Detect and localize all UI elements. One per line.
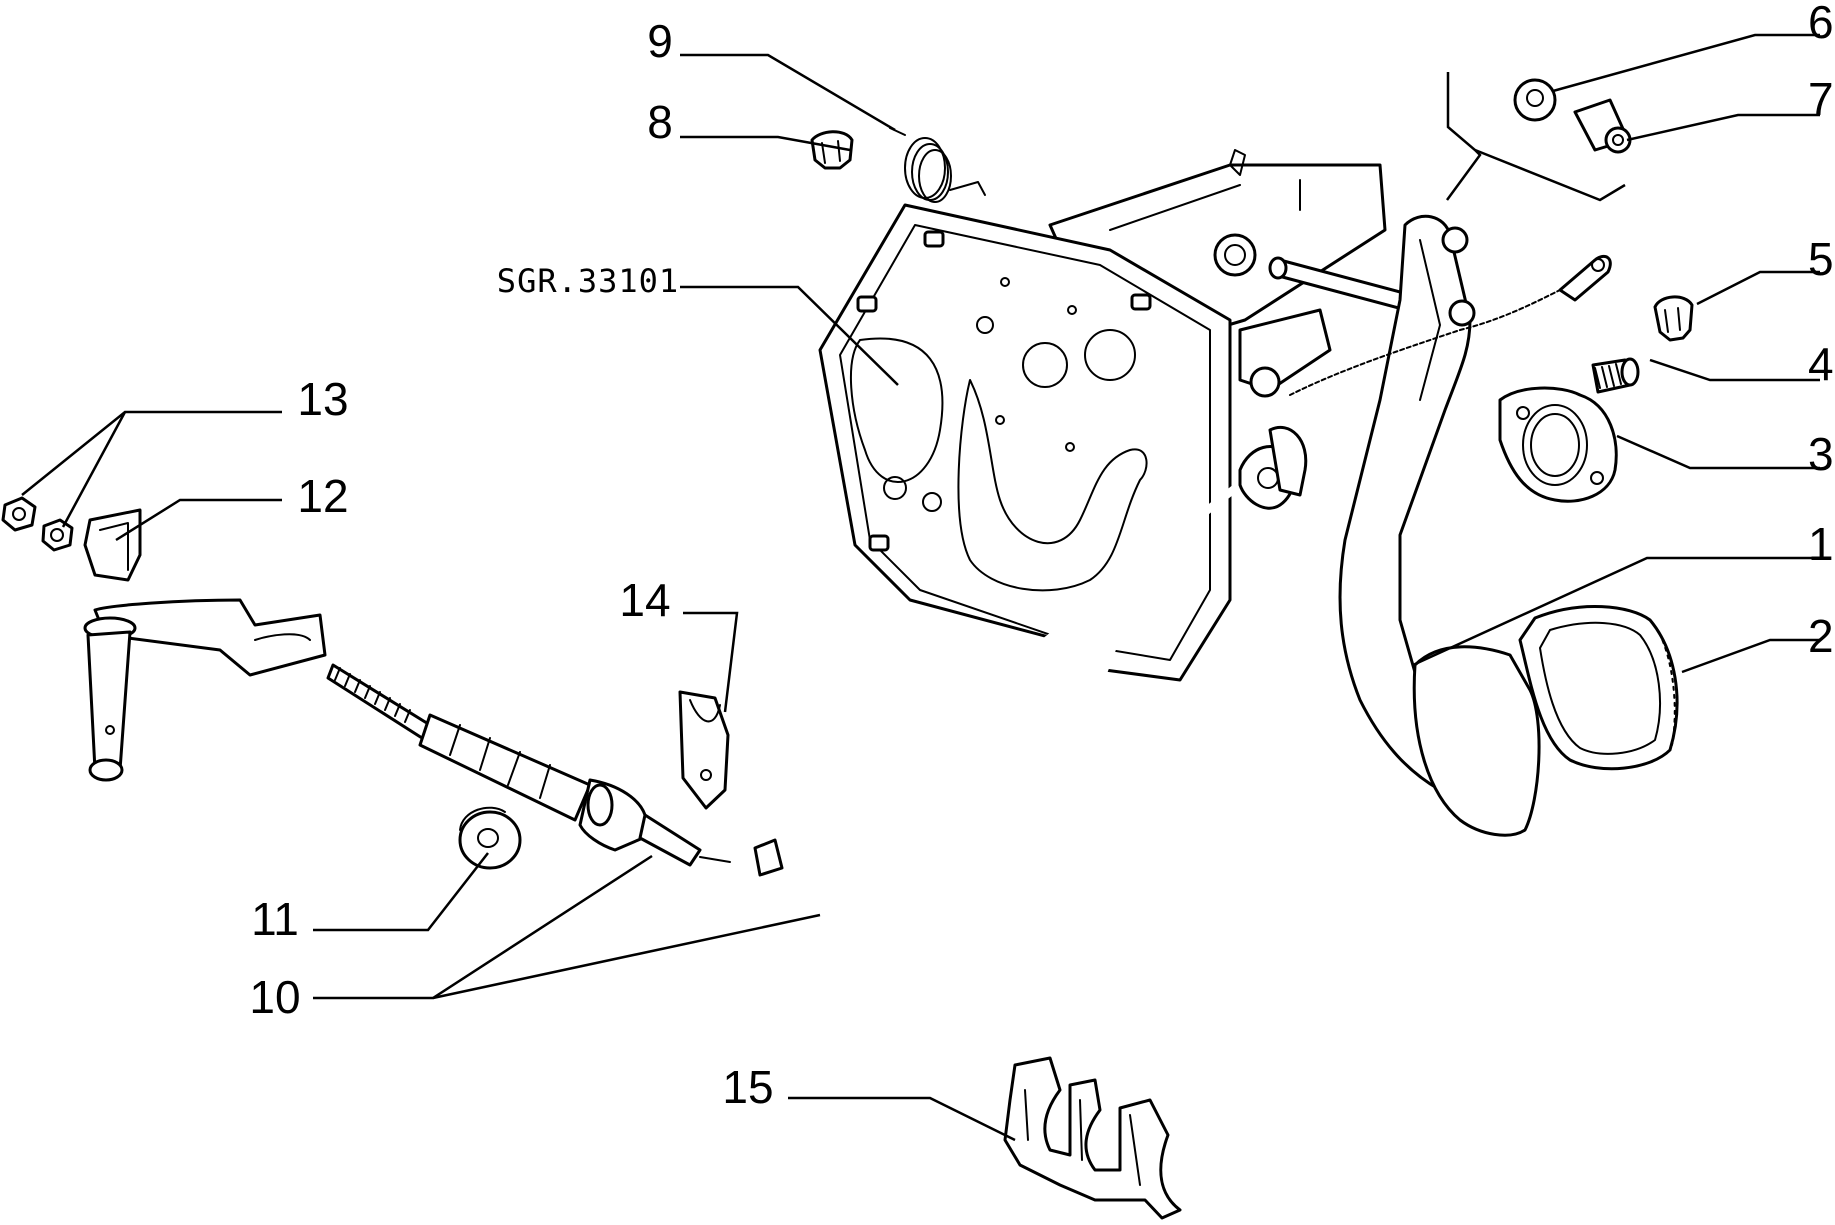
nuts — [1, 496, 74, 552]
callout-7: 7 — [1808, 73, 1834, 125]
callout-10: 10 — [249, 971, 300, 1023]
callout-15: 15 — [722, 1061, 773, 1113]
callout-8: 8 — [647, 96, 673, 148]
bushing — [1573, 98, 1632, 154]
flange-plate — [1498, 386, 1618, 503]
washer — [1513, 78, 1557, 122]
clip-upper-right — [1653, 295, 1694, 342]
callout-3: 3 — [1808, 428, 1834, 480]
pedal-pad-rubber — [1518, 605, 1679, 771]
cable-clip-holder — [1003, 1056, 1182, 1220]
bolt — [1591, 357, 1640, 394]
callout-9: 9 — [647, 15, 673, 67]
callout-2: 2 — [1808, 610, 1834, 662]
torsion-spring — [889, 127, 986, 203]
callout-1: 1 — [1808, 518, 1834, 570]
pedal-support-bracket — [818, 149, 1432, 682]
callout-4: 4 — [1808, 338, 1834, 390]
release-lever-bracket — [83, 508, 327, 782]
callout-14: 14 — [619, 574, 670, 626]
callout-12: 12 — [297, 470, 348, 522]
clutch-cable — [326, 425, 1308, 910]
callout-5: 5 — [1808, 233, 1834, 285]
cable-bracket — [678, 690, 730, 810]
grommet — [458, 806, 522, 870]
callout-11: 11 — [251, 893, 299, 945]
callout-labels: 1 2 3 4 5 6 7 8 9 10 11 12 13 14 15 SGR.… — [249, 0, 1833, 1113]
callout-13: 13 — [297, 373, 348, 425]
clutch-pedal — [1338, 214, 1541, 837]
clip-upper-left — [810, 130, 854, 170]
return-spring-rod — [1289, 255, 1612, 396]
leader-lines — [21, 33, 1820, 1142]
drawing-reference: SGR.33101 — [497, 262, 679, 300]
callout-6: 6 — [1808, 0, 1834, 48]
